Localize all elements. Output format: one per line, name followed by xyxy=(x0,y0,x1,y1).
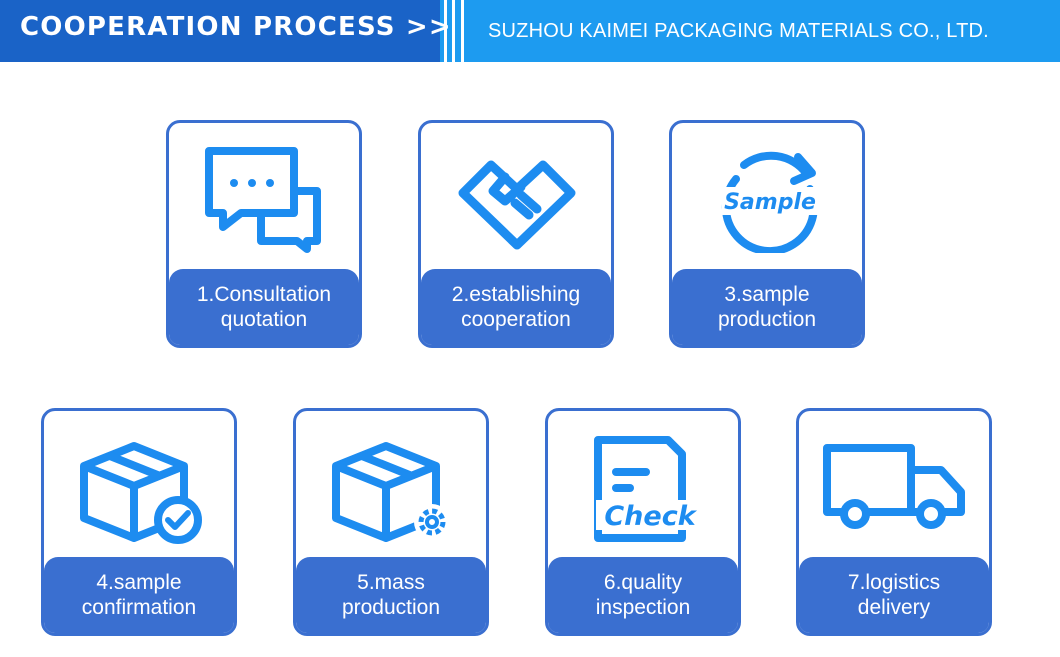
box-gear-icon xyxy=(296,411,486,561)
step-card-cooperation: 2.establishing cooperation xyxy=(418,120,614,348)
header-divider-stripe xyxy=(444,0,447,62)
step-label: 1.Consultation quotation xyxy=(169,269,359,345)
sample-icon-text: Sample xyxy=(724,190,816,215)
sample-cycle-icon: Sample xyxy=(672,123,862,273)
step-label: 2.establishing cooperation xyxy=(421,269,611,345)
step-label: 4.sample confirmation xyxy=(44,557,234,633)
header-divider-stripe xyxy=(452,0,455,62)
step-label: 3.sample production xyxy=(672,269,862,345)
step-card-mass-production: 5.mass production xyxy=(293,408,489,636)
check-icon-text: Check xyxy=(604,501,697,532)
company-name: SUZHOU KAIMEI PACKAGING MATERIALS CO., L… xyxy=(488,20,989,42)
chat-bubbles-icon xyxy=(169,123,359,273)
step-card-consultation: 1.Consultation quotation xyxy=(166,120,362,348)
step-label: 5.mass production xyxy=(296,557,486,633)
box-check-icon xyxy=(44,411,234,561)
step-card-quality-inspection: Check 6.quality inspection xyxy=(545,408,741,636)
handshake-icon xyxy=(421,123,611,273)
step-label: 7.logistics delivery xyxy=(799,557,989,633)
step-card-sample-confirmation: 4.sample confirmation xyxy=(41,408,237,636)
page-header: COOPERATION PROCESS >> SUZHOU KAIMEI PAC… xyxy=(0,0,1060,62)
page-title: COOPERATION PROCESS >> xyxy=(20,12,452,42)
step-label: 6.quality inspection xyxy=(548,557,738,633)
check-document-icon: Check xyxy=(548,411,738,561)
delivery-truck-icon xyxy=(799,411,989,561)
header-title-block: COOPERATION PROCESS >> xyxy=(0,0,451,62)
step-card-logistics-delivery: 7.logistics delivery xyxy=(796,408,992,636)
header-divider-stripe xyxy=(461,0,464,62)
step-card-sample-production: Sample 3.sample production xyxy=(669,120,865,348)
